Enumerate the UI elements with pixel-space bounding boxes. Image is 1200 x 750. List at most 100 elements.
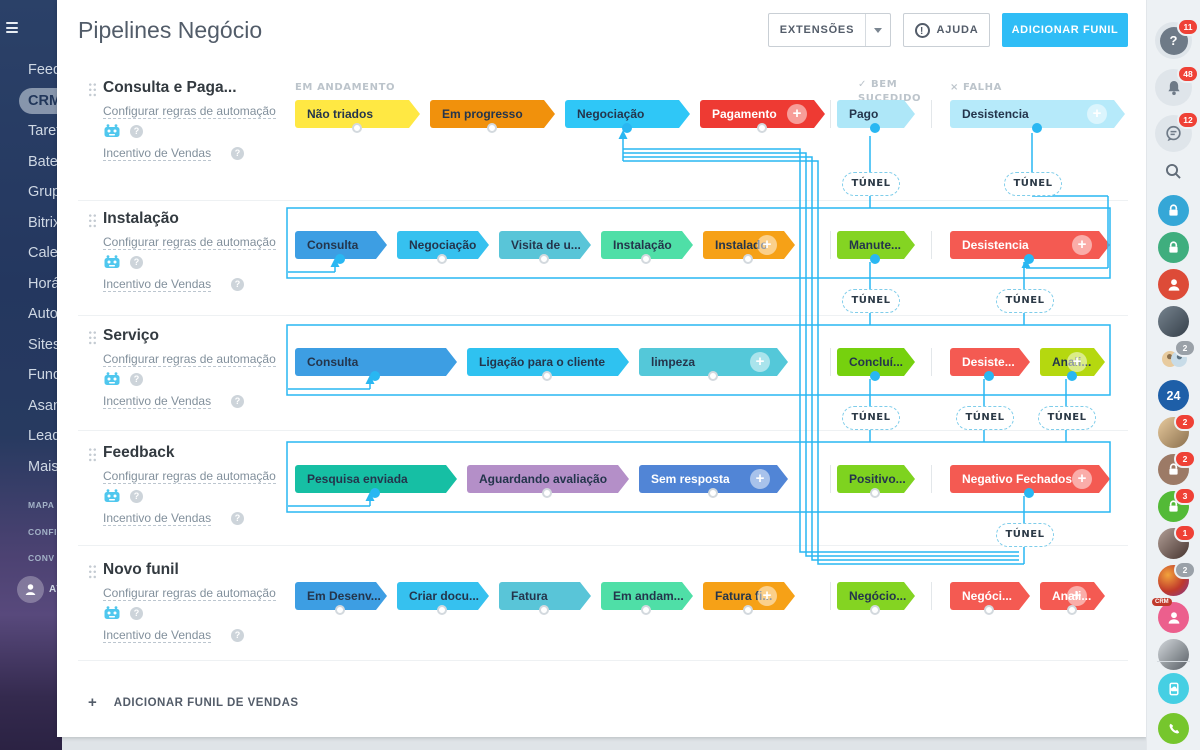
rail-item-person[interactable]: CRM [1158,602,1189,633]
stage-connector-dot[interactable] [757,123,767,133]
stage-connector-dot[interactable] [622,123,632,133]
stage-connector-dot[interactable] [437,605,447,615]
pipeline-drag-handle[interactable] [88,82,96,98]
avatar-photo[interactable] [1158,306,1189,337]
rail-item-device[interactable] [1158,673,1189,704]
stage-connector-dot[interactable] [437,254,447,264]
automation-rules-link[interactable]: Configurar regras de automação [103,352,276,367]
pipeline-title[interactable]: Novo funil [103,561,179,579]
add-stage-icon[interactable]: + [757,235,777,255]
stage-connector-dot[interactable] [743,254,753,264]
rail-item-lock[interactable]: 2 [1158,454,1189,485]
tunnel-badge[interactable]: TÚNEL [956,406,1014,430]
stage-connector-dot[interactable] [542,371,552,381]
tunnel-badge[interactable]: TÚNEL [996,289,1054,313]
stage-connector-dot[interactable] [708,488,718,498]
stage-connector-dot[interactable] [870,488,880,498]
rail-item-bell[interactable]: 48 [1155,69,1192,106]
stage-connector-dot[interactable] [542,488,552,498]
stage-connector-dot[interactable] [743,605,753,615]
automation-robot-icon[interactable] [103,124,122,143]
pipeline-title[interactable]: Consulta e Paga... [103,79,237,97]
add-stage-icon[interactable]: + [787,104,807,124]
avatar-photo[interactable]: 2 [1158,417,1189,448]
stage-connector-dot[interactable] [870,371,880,381]
tunnel-badge[interactable]: TÚNEL [842,406,900,430]
rail-item-lock[interactable] [1158,232,1189,263]
hamburger-menu-icon[interactable] [6,22,18,33]
stage-connector-dot[interactable] [370,371,380,381]
automation-rules-link[interactable]: Configurar regras de automação [103,586,276,601]
automation-robot-icon[interactable] [103,606,122,625]
automation-rules-link[interactable]: Configurar regras de automação [103,469,276,484]
add-funnel-button[interactable]: ADICIONAR FUNIL [1002,13,1128,47]
stage-connector-dot[interactable] [1032,123,1042,133]
pipeline-drag-handle[interactable] [88,447,96,463]
pipeline-drag-handle[interactable] [88,564,96,580]
stage-connector-dot[interactable] [984,371,994,381]
pipeline-title[interactable]: Serviço [103,327,159,345]
tunnel-badge[interactable]: TÚNEL [1004,172,1062,196]
stage-connector-dot[interactable] [1067,605,1077,615]
sidebar-section-mapa[interactable]: MAPA [28,500,60,510]
automation-help-icon[interactable]: ? [130,607,143,620]
rail-item-search[interactable] [1158,156,1189,187]
automation-rules-link[interactable]: Configurar regras de automação [103,235,276,250]
stage-connector-dot[interactable] [1067,371,1077,381]
stage-connector-dot[interactable] [870,605,880,615]
help-button[interactable]: ! AJUDA [903,13,990,47]
tunnel-badge[interactable]: TÚNEL [1038,406,1096,430]
pipeline-drag-handle[interactable] [88,330,96,346]
add-sales-funnel-button[interactable]: + ADICIONAR FUNIL DE VENDAS [88,694,299,711]
add-stage-icon[interactable]: + [1067,586,1087,606]
sales-boost-help-icon[interactable]: ? [231,278,244,291]
rail-item-number[interactable]: 24 [1158,380,1189,411]
sales-boost-help-icon[interactable]: ? [231,629,244,642]
stage-connector-dot[interactable] [539,605,549,615]
add-stage-icon[interactable]: + [757,586,777,606]
stage-connector-dot[interactable] [335,605,345,615]
stage-connector-dot[interactable] [1024,254,1034,264]
sales-boost-help-icon[interactable]: ? [231,147,244,160]
automation-help-icon[interactable]: ? [130,256,143,269]
rail-item-group[interactable]: 2 [1158,343,1189,374]
sidebar-section-confi[interactable]: CONFI [28,527,60,537]
sales-boost-link[interactable]: Incentivo de Vendas [103,146,211,161]
sales-boost-link[interactable]: Incentivo de Vendas [103,277,211,292]
pipeline-title[interactable]: Instalação [103,210,179,228]
stage-connector-dot[interactable] [870,123,880,133]
rail-item-help[interactable]: ?11 [1155,22,1192,59]
rail-item-phone[interactable] [1158,713,1189,744]
stage-connector-dot[interactable] [1024,488,1034,498]
pipeline-drag-handle[interactable] [88,213,96,229]
stage-connector-dot[interactable] [370,488,380,498]
sales-boost-help-icon[interactable]: ? [231,512,244,525]
rail-item-lock[interactable]: 3 [1158,491,1189,522]
rail-item-person[interactable] [1158,269,1189,300]
stage-connector-dot[interactable] [539,254,549,264]
automation-help-icon[interactable]: ? [130,125,143,138]
add-stage-icon[interactable]: + [750,352,770,372]
stage-connector-dot[interactable] [984,605,994,615]
add-stage-icon[interactable]: + [750,469,770,489]
sales-boost-link[interactable]: Incentivo de Vendas [103,511,211,526]
automation-help-icon[interactable]: ? [130,373,143,386]
avatar-photo[interactable]: 2 [1158,565,1189,596]
add-stage-icon[interactable]: + [1072,469,1092,489]
stage-connector-dot[interactable] [335,254,345,264]
sales-boost-link[interactable]: Incentivo de Vendas [103,394,211,409]
pipeline-title[interactable]: Feedback [103,444,175,462]
rail-item-chat[interactable]: 12 [1155,115,1192,152]
avatar-photo[interactable] [1158,639,1189,670]
automation-help-icon[interactable]: ? [130,490,143,503]
sales-boost-help-icon[interactable]: ? [231,395,244,408]
sales-boost-link[interactable]: Incentivo de Vendas [103,628,211,643]
stage-connector-dot[interactable] [487,123,497,133]
stage-connector-dot[interactable] [352,123,362,133]
sidebar-section-conv[interactable]: CONV [28,553,60,563]
extensions-dropdown-toggle[interactable] [865,14,890,46]
automation-robot-icon[interactable] [103,489,122,508]
extensions-button[interactable]: EXTENSÕES [768,13,891,47]
add-stage-icon[interactable]: + [1072,235,1092,255]
tunnel-badge[interactable]: TÚNEL [842,172,900,196]
